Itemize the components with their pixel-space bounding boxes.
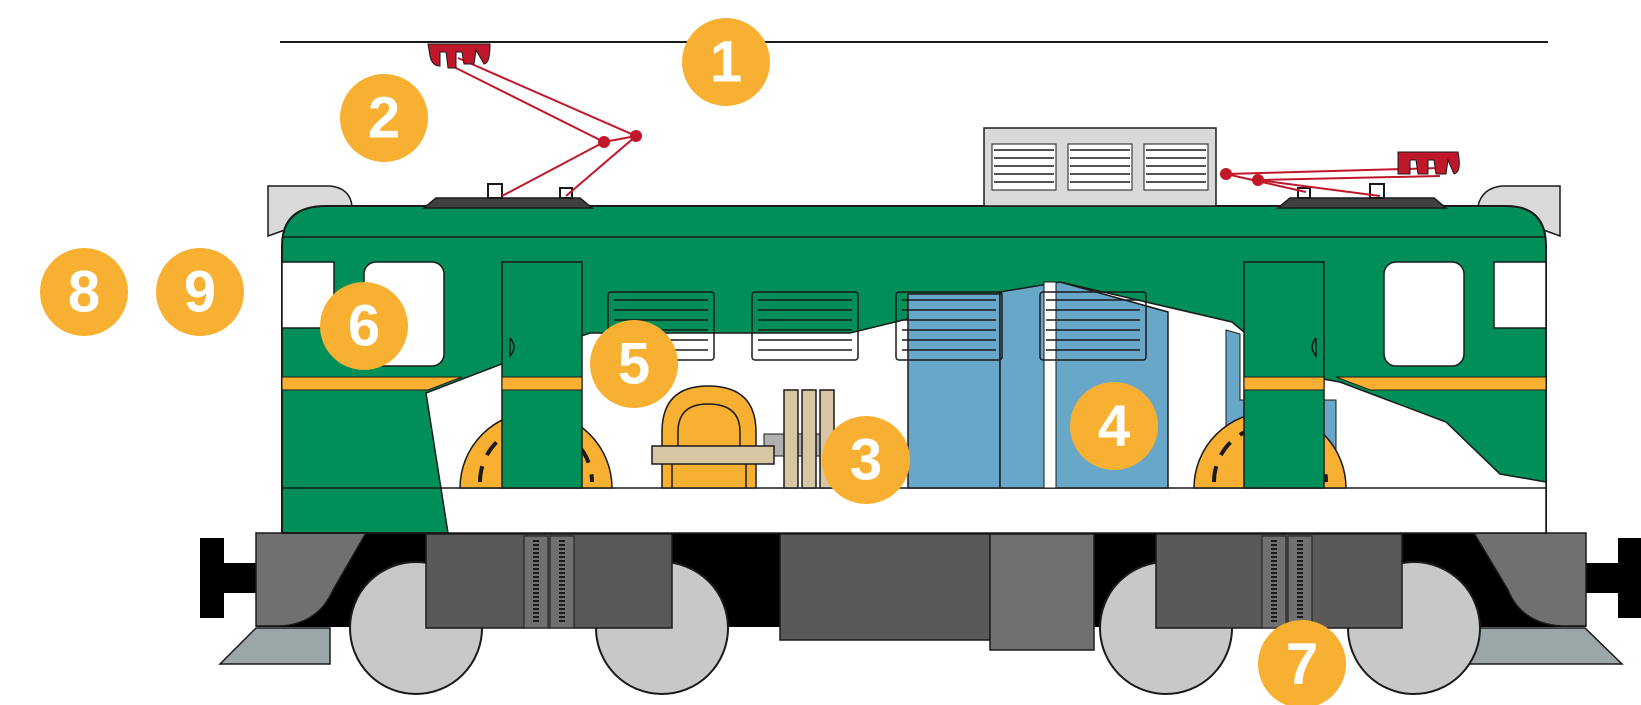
spring-left-b xyxy=(550,536,574,628)
callout-7: 7 xyxy=(1258,620,1346,705)
callout-8-label: 8 xyxy=(68,260,100,325)
body-stripe-right xyxy=(1336,377,1546,390)
rail-left-plate xyxy=(220,628,330,664)
motor-generator xyxy=(662,386,756,488)
spring-right-a xyxy=(1262,536,1286,628)
callout-1: 1 xyxy=(682,18,770,106)
callout-7-label: 7 xyxy=(1286,632,1318,697)
callout-6: 6 xyxy=(320,282,408,370)
pantograph-contact-shoe-left xyxy=(428,44,490,68)
cab-door-right xyxy=(1244,262,1324,488)
callout-3: 3 xyxy=(822,416,910,504)
callout-9: 9 xyxy=(156,248,244,336)
callout-9-label: 9 xyxy=(184,260,216,325)
callout-1-label: 1 xyxy=(710,30,742,95)
switchgear-plate-1 xyxy=(784,390,798,488)
callout-8: 8 xyxy=(40,248,128,336)
pantograph-contact-shoe-right xyxy=(1398,152,1459,174)
transformer-block xyxy=(908,294,1000,488)
pantograph-insulator-right-a xyxy=(1298,188,1310,198)
callout-2-label: 2 xyxy=(368,86,400,151)
bogie-frame-left xyxy=(426,534,672,628)
pantograph-base-left xyxy=(424,198,592,208)
cab-window-side-right xyxy=(1384,262,1464,366)
callout-5: 5 xyxy=(590,320,678,408)
generator-base-plate xyxy=(652,446,774,464)
callout-2: 2 xyxy=(340,74,428,162)
buffer-left xyxy=(200,538,260,618)
pantograph-raised xyxy=(452,58,642,196)
roof-cooling-unit xyxy=(984,128,1216,206)
buffer-right xyxy=(1582,538,1641,618)
pantograph-insulator-left-a xyxy=(488,184,502,198)
callout-6-label: 6 xyxy=(348,294,380,359)
cab-window-front-right xyxy=(1494,262,1546,328)
switchgear-plate-2 xyxy=(802,390,816,488)
callout-4: 4 xyxy=(1070,382,1158,470)
cab-door-left xyxy=(502,262,582,488)
callout-5-label: 5 xyxy=(618,332,650,397)
underframe-tank-main xyxy=(780,534,990,640)
callout-3-label: 3 xyxy=(850,428,882,493)
pantograph-base-right xyxy=(1278,198,1446,208)
transformer-divider xyxy=(1044,282,1056,488)
callout-4-label: 4 xyxy=(1098,394,1130,459)
spring-left-a xyxy=(524,536,548,628)
underframe-tank-secondary xyxy=(990,534,1094,650)
spring-right-b xyxy=(1288,536,1312,628)
